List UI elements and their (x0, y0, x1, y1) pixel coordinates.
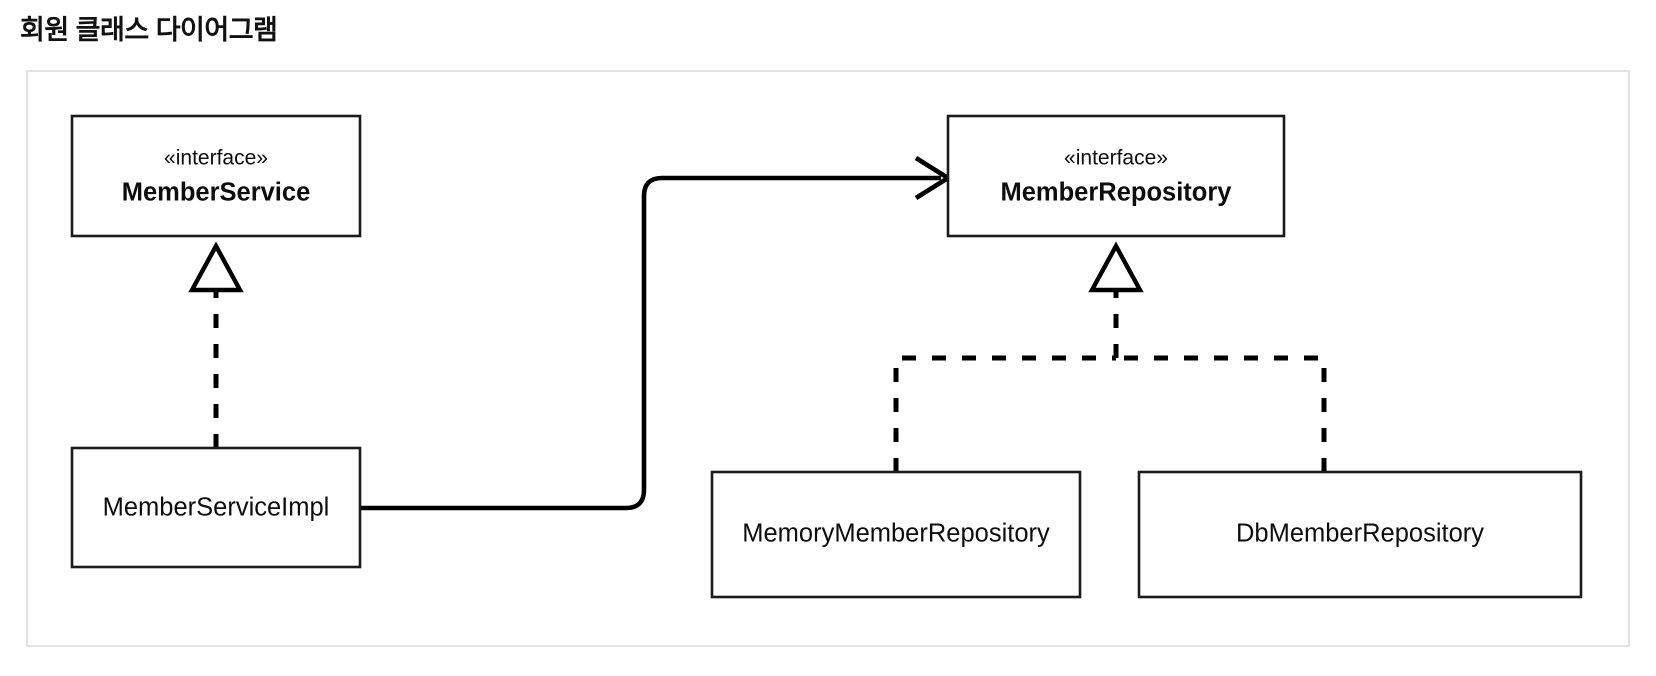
uml-class-name: MemberRepository (1001, 179, 1233, 207)
association-line (360, 175, 941, 511)
uml-node-db-member-repository[interactable]: DbMemberRepository (1137, 470, 1583, 599)
uml-box[interactable] (70, 114, 362, 238)
uml-class-name: DbMemberRepository (1236, 520, 1484, 548)
uml-class-name: MemoryMemberRepository (742, 520, 1050, 548)
uml-node-memory-member-repository[interactable]: MemoryMemberRepository (710, 470, 1082, 599)
uml-class-name: MemberService (122, 179, 311, 207)
edge-impl-realizes-service (188, 241, 244, 448)
uml-stereotype-label: «interface» (1064, 147, 1168, 170)
uml-node-member-repository[interactable]: «interface» MemberRepository (946, 114, 1286, 238)
edge-db-realizes-repository (1116, 355, 1327, 472)
uml-box[interactable] (710, 470, 1082, 599)
uml-node-member-service-impl[interactable]: MemberServiceImpl (70, 446, 362, 569)
uml-stereotype-label: «interface» (164, 147, 268, 170)
edge-repository-realization-riser (1088, 241, 1144, 358)
uml-node-member-service[interactable]: «interface» MemberService (70, 114, 362, 238)
page-title: 회원 클래스 다이어그램 (20, 15, 278, 45)
realization-line (893, 355, 1116, 472)
edge-memory-realizes-repository (893, 355, 1116, 472)
uml-box[interactable] (70, 446, 362, 569)
hollow-triangle-arrowhead-icon (188, 241, 244, 293)
edge-impl-uses-repository (360, 156, 953, 511)
hollow-triangle-arrowhead-icon (1088, 241, 1144, 293)
uml-box[interactable] (946, 114, 1286, 238)
realization-line (1116, 355, 1327, 472)
uml-box[interactable] (1137, 470, 1583, 599)
uml-class-name: MemberServiceImpl (103, 494, 330, 522)
